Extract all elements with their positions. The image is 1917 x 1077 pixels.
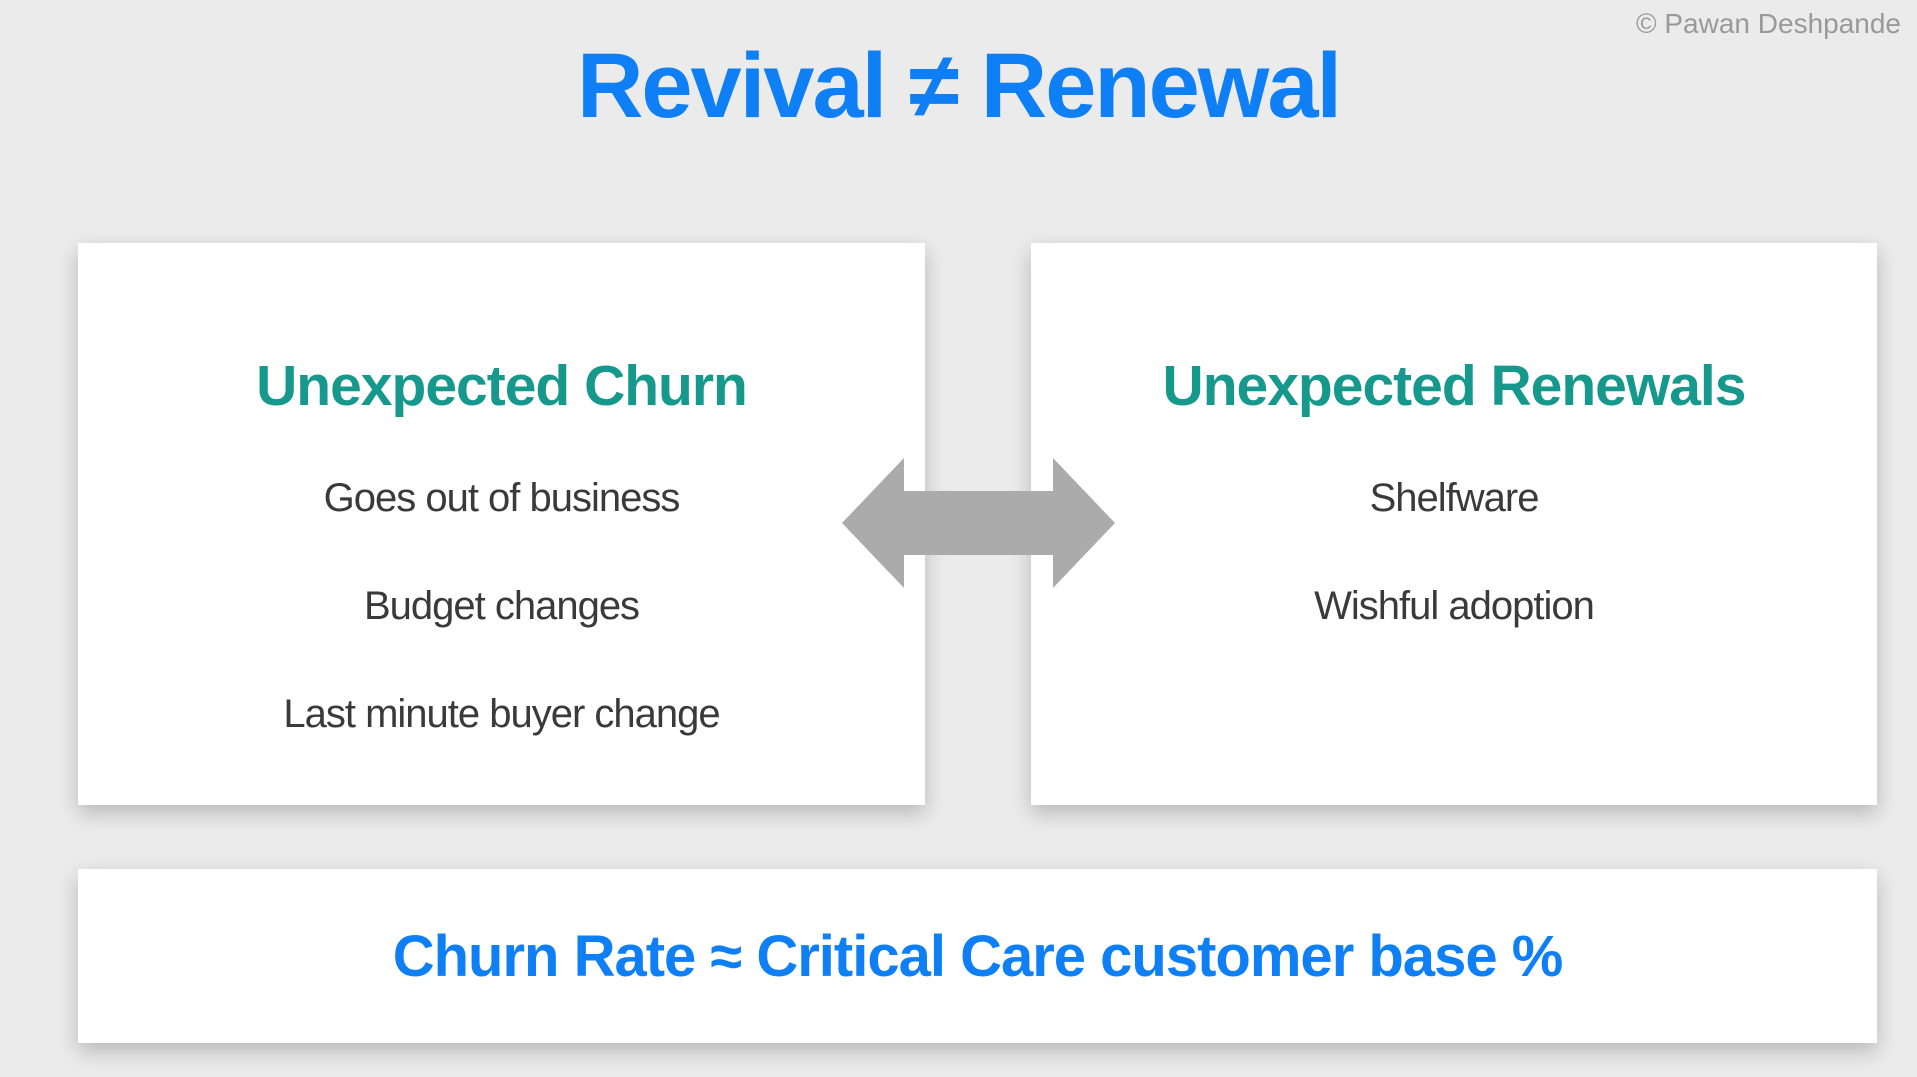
- renewal-item-shelfware: Shelfware: [1369, 476, 1540, 520]
- renewals-card-heading: Unexpected Renewals: [1162, 354, 1747, 418]
- churn-item-last-minute-buyer-change: Last minute buyer change: [283, 692, 720, 736]
- double-arrow-icon: [842, 458, 1115, 588]
- slide-title: Revival ≠ Renewal: [576, 35, 1342, 137]
- renewals-card-items: Shelfware Wishful adoption: [1031, 473, 1877, 631]
- churn-card-items: Goes out of business Budget changes Last…: [78, 473, 925, 739]
- churn-card-heading: Unexpected Churn: [256, 354, 748, 418]
- copyright-notice: © Pawan Deshpande: [1635, 8, 1901, 39]
- churn-item-budget-changes: Budget changes: [363, 584, 640, 628]
- renewal-item-wishful-adoption: Wishful adoption: [1314, 584, 1595, 628]
- conclusion-text: Churn Rate ≈ Critical Care customer base…: [392, 923, 1564, 989]
- unexpected-churn-card: Unexpected Churn Goes out of business Bu…: [78, 243, 925, 805]
- unexpected-renewals-card: Unexpected Renewals Shelfware Wishful ad…: [1031, 243, 1877, 805]
- conclusion-bar: Churn Rate ≈ Critical Care customer base…: [78, 869, 1877, 1043]
- churn-item-goes-out-of-business: Goes out of business: [323, 476, 681, 520]
